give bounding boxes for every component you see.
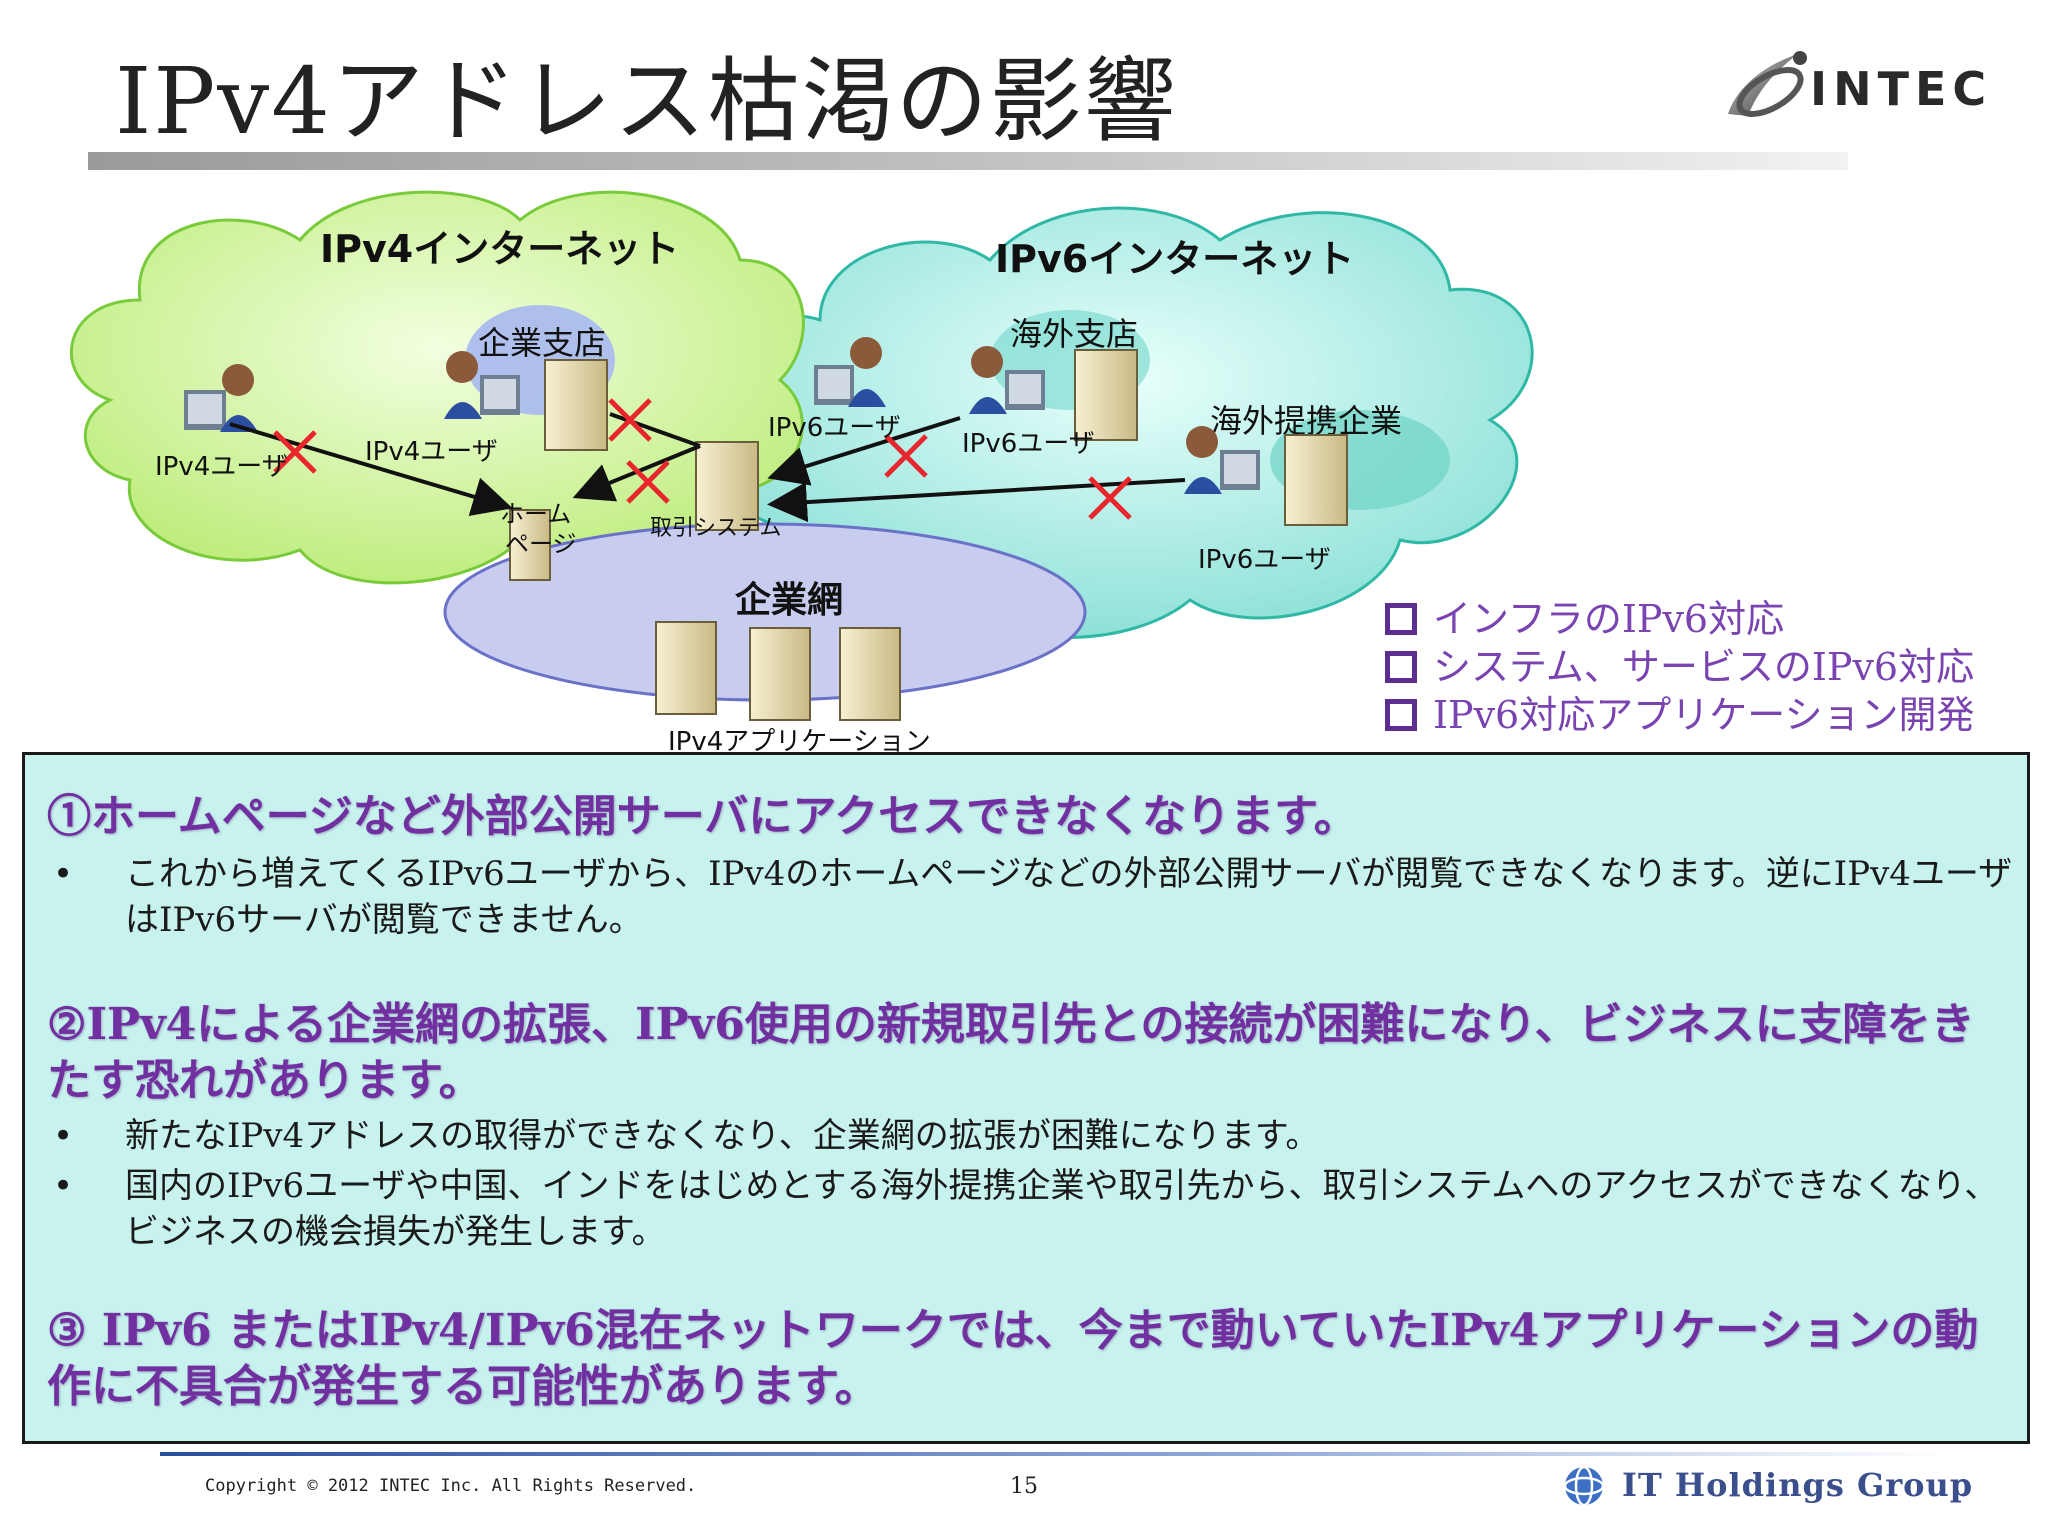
blocked-cross-icon <box>273 430 317 474</box>
user-icon <box>184 364 258 432</box>
server-icon <box>1074 349 1138 441</box>
ipv4-user-label: IPv4ユーザ <box>365 437 498 467</box>
checkbox-square-icon <box>1385 698 1417 731</box>
blocked-cross-icon <box>608 398 652 442</box>
branch-label: 企業支店 <box>478 324 606 362</box>
trade-system-label: 取引システム <box>650 516 781 541</box>
globe-icon <box>1563 1465 1605 1507</box>
section-2-item: • 国内のIPv6ユーザや中国、インドをはじめとする海外提携企業や取引先から、取… <box>53 1163 2025 1255</box>
measure-item: インフラのIPv6対応 <box>1385 588 1784 643</box>
measure-item: システム、サービスのIPv6対応 <box>1385 636 1974 691</box>
server-icon <box>655 621 717 715</box>
page-number: 15 <box>1010 1474 1038 1499</box>
homepage-label-2: ページ <box>505 530 577 558</box>
section-3-title: ③ IPv6 またはIPv4/IPv6混在ネットワークでは、今まで動いていたIP… <box>47 1305 1979 1412</box>
it-holdings-logo: IT Holdings Group <box>1562 1464 1972 1508</box>
section-2-title: ②IPv4による企業網の拡張、IPv6使用の新規取引先との接続が困難になり、ビジ… <box>47 999 1975 1106</box>
server-icon <box>749 627 811 721</box>
access-arrow <box>229 422 513 517</box>
access-arrow <box>767 478 1186 523</box>
copyright: Copyright © 2012 INTEC Inc. All Rights R… <box>205 1476 697 1496</box>
impact-box: ①ホームページなど外部公開サーバにアクセスできなくなります。 • これから増えて… <box>22 752 2030 1444</box>
partner-label: 海外提携企業 <box>1210 402 1402 440</box>
measure-item: IPv6対応アプリケーション開発 <box>1385 684 1974 739</box>
section-1-title: ①ホームページなど外部公開サーバにアクセスできなくなります。 <box>47 791 1358 842</box>
ipv4-cloud-shape <box>70 190 805 585</box>
server-icon <box>695 441 759 531</box>
user-icon <box>1184 426 1260 494</box>
checkbox-square-icon <box>1385 650 1417 683</box>
network-diagram: IPv4インターネット IPv6インターネット 企業網 企業支店 海外支店 海外… <box>70 190 1534 757</box>
ipv6-user-label: IPv6ユーザ <box>1198 545 1331 575</box>
bullet-icon: • <box>53 1166 74 1206</box>
bullet-icon: • <box>53 854 74 894</box>
intec-logo: INTEC <box>1718 44 2008 124</box>
access-arrow <box>767 416 961 486</box>
checkbox-square-icon <box>1385 602 1417 635</box>
overseas-branch-label: 海外支店 <box>1010 315 1138 353</box>
ipv6-cloud-label: IPv6インターネット <box>995 237 1354 281</box>
user-icon <box>814 337 886 407</box>
user-icon <box>969 346 1045 414</box>
bullet-icon: • <box>53 1116 74 1156</box>
intec-swoosh-icon <box>1728 51 1807 117</box>
server-icon <box>839 627 901 721</box>
ipv4-user-label: IPv4ユーザ <box>155 452 288 482</box>
blocked-cross-icon <box>884 434 928 478</box>
server-icon <box>544 359 608 451</box>
access-line <box>609 412 701 448</box>
ipv6-user-label: IPv6ユーザ <box>768 413 901 443</box>
server-icon <box>1284 434 1348 526</box>
section-1-item: • これから増えてくるIPv6ユーザから、IPv4のホームページなどの外部公開サ… <box>53 851 2025 943</box>
title-underline <box>88 152 1848 170</box>
homepage-label-1: ホーム <box>500 500 571 528</box>
blocked-cross-icon <box>1088 476 1132 520</box>
server-icon <box>509 509 551 581</box>
blocked-cross-icon <box>626 460 670 504</box>
ipv6-user-label: IPv6ユーザ <box>962 429 1095 459</box>
logo-text: INTEC <box>1810 62 1993 116</box>
footer-rule <box>160 1452 1950 1456</box>
user-icon <box>444 351 520 419</box>
section-2-item: • 新たなIPv4アドレスの取得ができなくなり、企業網の拡張が困難になります。 <box>53 1113 2025 1159</box>
slide-title: IPv4アドレス枯渇の影響 <box>115 48 1178 155</box>
corp-net-label: 企業網 <box>735 579 843 621</box>
ipv4-cloud-label: IPv4インターネット <box>320 227 679 271</box>
